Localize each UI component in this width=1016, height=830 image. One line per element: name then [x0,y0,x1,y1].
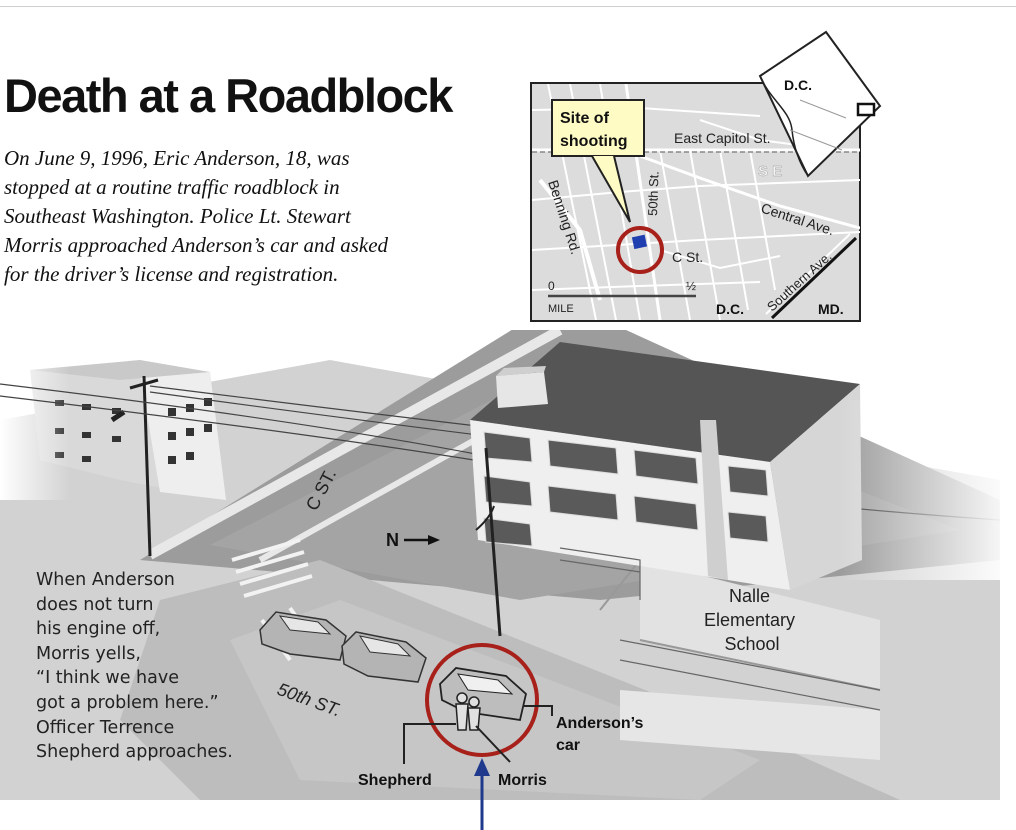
scale-start-label: 0 [548,279,555,293]
intro-line: for the driver’s license and registratio… [4,262,339,286]
shepherd-label: Shepherd [358,772,432,789]
school-windows [483,431,769,547]
locator-map: D.C. Site of shooting East Capitol St. S… [530,30,882,322]
map-label-east-capitol: East Capitol St. [674,130,771,146]
map-label-md: MD. [818,301,844,317]
caption-line: Shepherd approaches. [36,742,233,763]
morris-label: Morris [498,772,547,789]
callout-text-line1: Site of [560,110,610,127]
map-label-c-st: C St. [672,249,703,265]
caption-line: When Anderson [36,570,175,590]
caption-line: got a problem here.” [36,692,219,713]
school-roof [470,342,860,462]
scale-end-label: ½ [686,279,696,293]
scene-illustration: N C ST. 50th ST. Nalle Elementary School… [0,330,1016,830]
dc-inset-label: D.C. [784,77,812,93]
site-marker [631,234,648,250]
map-label-dc-bottom: D.C. [716,301,744,317]
caption-line: does not turn [36,594,154,615]
caption-line: Officer Terrence [36,717,175,738]
scale-unit-label: MILE [548,303,574,315]
intro-line: On June 9, 1996, Eric Anderson, 18, was [4,146,350,170]
map-label-50th-st: 50th St. [645,171,662,216]
site-circle [616,226,664,274]
north-label: N [386,530,399,550]
parked-car [341,631,427,683]
utility-pole-left [142,375,152,557]
site-callout-box [551,99,645,157]
intro-text: On June 9, 1996, Eric Anderson, 18, was … [4,144,494,289]
callout-text-line2: shooting [560,133,628,150]
utility-pole-right [484,447,502,637]
page-title: Death at a Roadblock [4,69,453,122]
caption-line: “I think we have [36,668,179,689]
intro-line: Morris approached Anderson’s car and ask… [4,233,389,257]
andersons-car-label: Anderson’s car [556,715,648,754]
caption-line: Morris yells, [36,643,141,664]
officer-morris [467,696,481,731]
scene-caption: When Anderson does not turn his engine o… [36,568,233,765]
parked-car [259,611,347,661]
map-label-se: S E [758,163,782,180]
top-rule [0,6,1016,7]
dc-inset-marker [856,102,876,117]
intro-line: stopped at a routine traffic roadblock i… [4,175,340,199]
school-label: Nalle Elementary School [704,586,800,654]
officer-shepherd [455,692,469,731]
intro-line: Southeast Washington. Police Lt. Stewart [4,204,351,228]
caption-line: his engine off, [36,619,161,640]
scene-highlight-circle [425,643,539,757]
